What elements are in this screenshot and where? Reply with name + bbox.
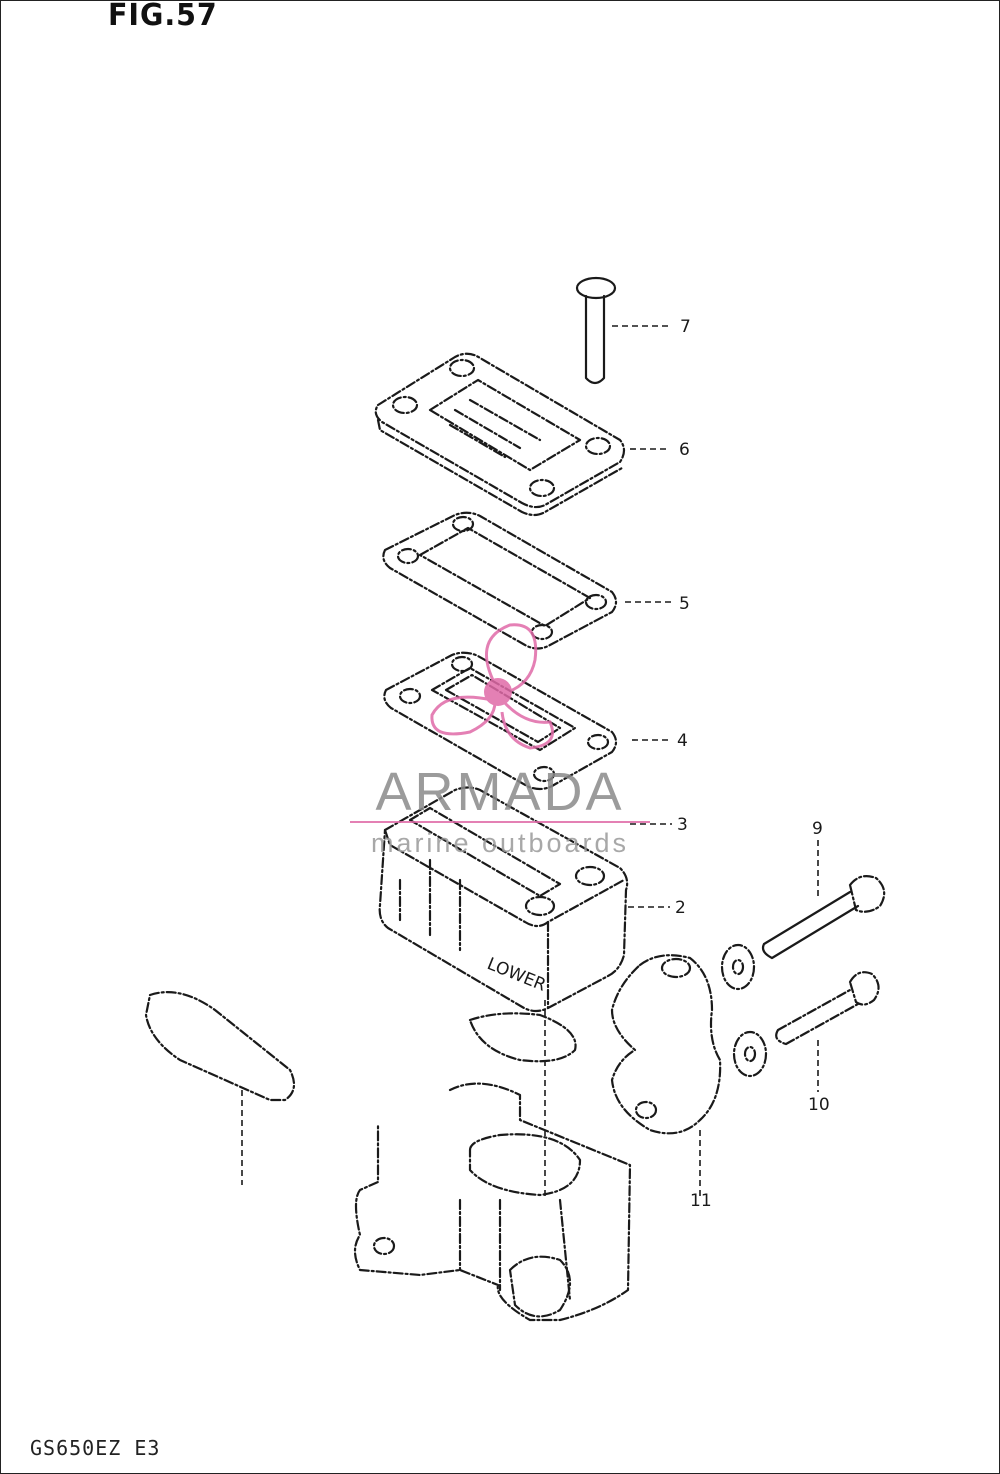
diaphragm-part-4 — [383, 651, 618, 791]
watermark-propeller-blade-right — [500, 700, 554, 750]
screw-part-7 — [575, 276, 617, 385]
armada-watermark: ARMADA marine outboards — [350, 623, 650, 858]
footer-model-code: GS650EZ E3 — [30, 1436, 161, 1460]
callout-6: 6 — [679, 440, 690, 460]
watermark-propeller-blade-top — [484, 623, 538, 695]
watermark-propeller-blade-left — [430, 695, 497, 736]
callout-10: 10 — [808, 1095, 830, 1115]
bolt-part-10 — [775, 971, 880, 1046]
watermark-propeller-hub — [484, 678, 512, 706]
callout-11: 11 — [690, 1191, 712, 1211]
washers — [720, 943, 768, 1078]
callout-3: 3 — [677, 815, 688, 835]
callout-4: 4 — [677, 731, 688, 751]
clamp-part-11 — [610, 954, 722, 1135]
master-cylinder-part-1 — [144, 991, 632, 1322]
plate-part-5 — [382, 511, 618, 650]
callout-9: 9 — [812, 819, 823, 839]
callout-2: 2 — [675, 898, 686, 918]
watermark-tagline: marine outboards — [371, 828, 629, 858]
bolt-part-9 — [761, 875, 886, 960]
figure-title: FIG.57 — [108, 0, 218, 33]
callout-7: 7 — [680, 317, 691, 337]
watermark-brand: ARMADA — [375, 762, 624, 822]
callout-5: 5 — [679, 594, 690, 614]
leader-lines — [241, 325, 819, 1200]
reservoir-cap-part-6 — [374, 352, 626, 517]
